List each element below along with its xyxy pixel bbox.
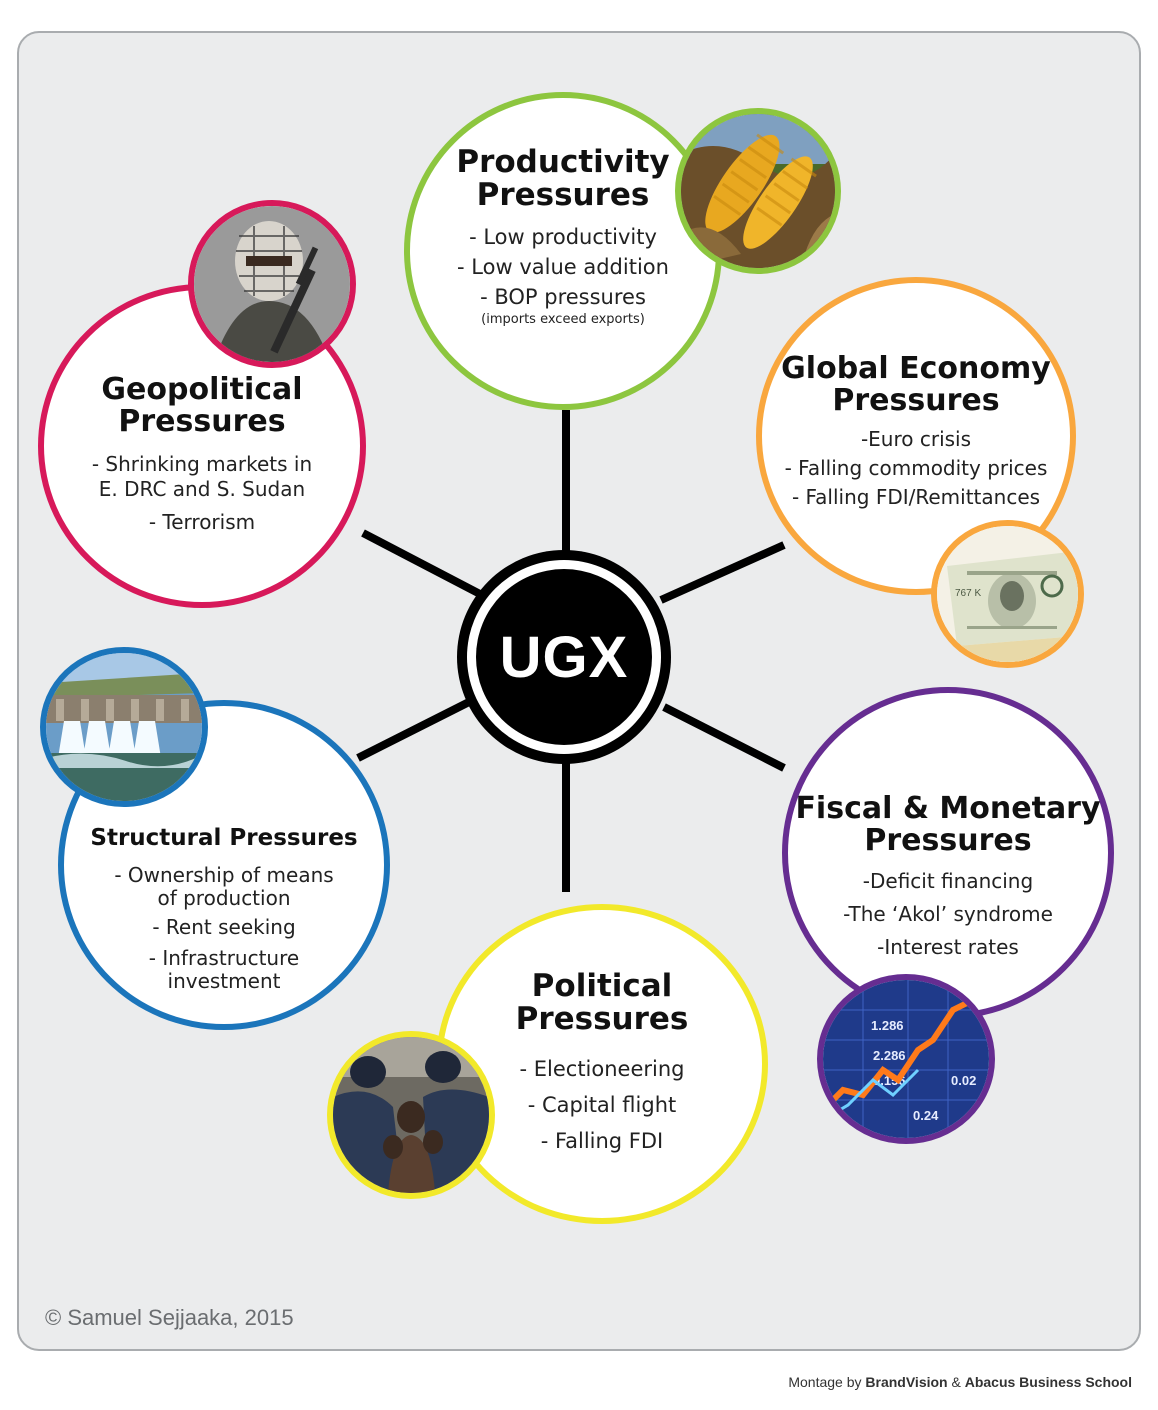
armed-militant-photo	[188, 200, 356, 368]
list-item: investment	[167, 969, 281, 994]
geopolitical-title: Geopolitical Pressures	[101, 372, 303, 439]
spoke-upper-left	[361, 529, 482, 598]
political-bubble: Political Pressures - Electioneering - C…	[436, 904, 768, 1224]
dollar-bill-photo: 767 K	[931, 520, 1084, 668]
list-item: - Infrastructure	[148, 946, 300, 971]
list-item: - Low value addition	[457, 255, 669, 280]
list-item: -The ‘Akol’ syndrome	[843, 902, 1053, 926]
riot-police-photo	[327, 1031, 495, 1199]
spoke-lower-right	[662, 703, 786, 772]
global-economy-title: Global Economy Pressures	[781, 351, 1051, 418]
political-items: - Electioneering - Capital flight - Fall…	[520, 1057, 685, 1159]
stock-ticker-photo: 1.286 2.286 0.156 0.24 0.02	[817, 974, 995, 1144]
hub-label: UGX	[499, 624, 629, 690]
list-item: -Euro crisis	[860, 427, 972, 451]
ticker-number: 1.286	[871, 1018, 904, 1033]
list-item: - Capital flight	[527, 1093, 677, 1118]
spoke-lower-left	[356, 696, 475, 762]
list-item: - Shrinking markets in	[91, 452, 313, 476]
bill-serial: 767 K	[955, 588, 981, 599]
ugx-hub: UGX	[457, 550, 671, 764]
hub-core: UGX	[476, 569, 652, 745]
list-item: - Low productivity	[469, 225, 657, 250]
list-item: - Falling FDI/Remittances	[791, 485, 1041, 509]
credit-brand-2: Abacus Business School	[964, 1374, 1132, 1390]
copyright-text: © Samuel Sejjaaka, 2015	[45, 1305, 294, 1330]
productivity-bubble: Productivity Pressures - Low productivit…	[404, 92, 722, 410]
fiscal-monetary-title: Fiscal & Monetary Pressures	[795, 791, 1101, 858]
list-item: - Rent seeking	[152, 915, 296, 940]
list-item: - Falling FDI	[540, 1129, 664, 1154]
structural-title: Structural Pressures	[90, 825, 358, 851]
credit-prefix: Montage by	[788, 1374, 866, 1390]
structural-bubble: Structural Pressures - Ownership of mean…	[58, 700, 390, 1030]
ticker-number: 2.286	[873, 1048, 906, 1063]
credit-brand-1: BrandVision	[865, 1374, 948, 1390]
corn-cobs-photo	[675, 108, 841, 274]
geopolitical-items: - Shrinking markets in E. DRC and S. Sud…	[92, 453, 312, 540]
list-item: -Deficit financing	[862, 869, 1034, 893]
ticker-number: 0.24	[913, 1108, 939, 1123]
list-item: E. DRC and S. Sudan	[98, 477, 306, 501]
list-item: - Electioneering	[519, 1057, 685, 1082]
spoke-upper-right	[659, 541, 786, 604]
political-title: Political Pressures	[515, 968, 689, 1037]
credit-line: Montage by BrandVision & Abacus Business…	[788, 1374, 1132, 1390]
list-item: - BOP pressures	[480, 285, 646, 310]
list-item: - Terrorism	[148, 510, 256, 534]
bop-note: (imports exceed exports)	[481, 311, 645, 327]
list-item: of production	[157, 886, 291, 911]
fiscal-monetary-bubble: Fiscal & Monetary Pressures -Deficit fin…	[782, 687, 1114, 1019]
productivity-items: - Low productivity - Low value addition …	[457, 225, 669, 326]
list-item: - Ownership of means	[114, 863, 334, 888]
ticker-number: 0.02	[951, 1073, 976, 1088]
structural-items: - Ownership of means of production - Ren…	[114, 864, 333, 999]
credit-amp: &	[947, 1374, 965, 1390]
global-economy-items: -Euro crisis - Falling commodity prices …	[785, 428, 1048, 515]
hub-ring: UGX	[467, 560, 661, 754]
list-item: - Falling commodity prices	[784, 456, 1048, 480]
fiscal-monetary-items: -Deficit financing -The ‘Akol’ syndrome …	[843, 870, 1053, 965]
productivity-title: Productivity Pressures	[456, 144, 670, 213]
list-item: -Interest rates	[877, 935, 1019, 959]
hydro-dam-photo	[40, 647, 208, 807]
